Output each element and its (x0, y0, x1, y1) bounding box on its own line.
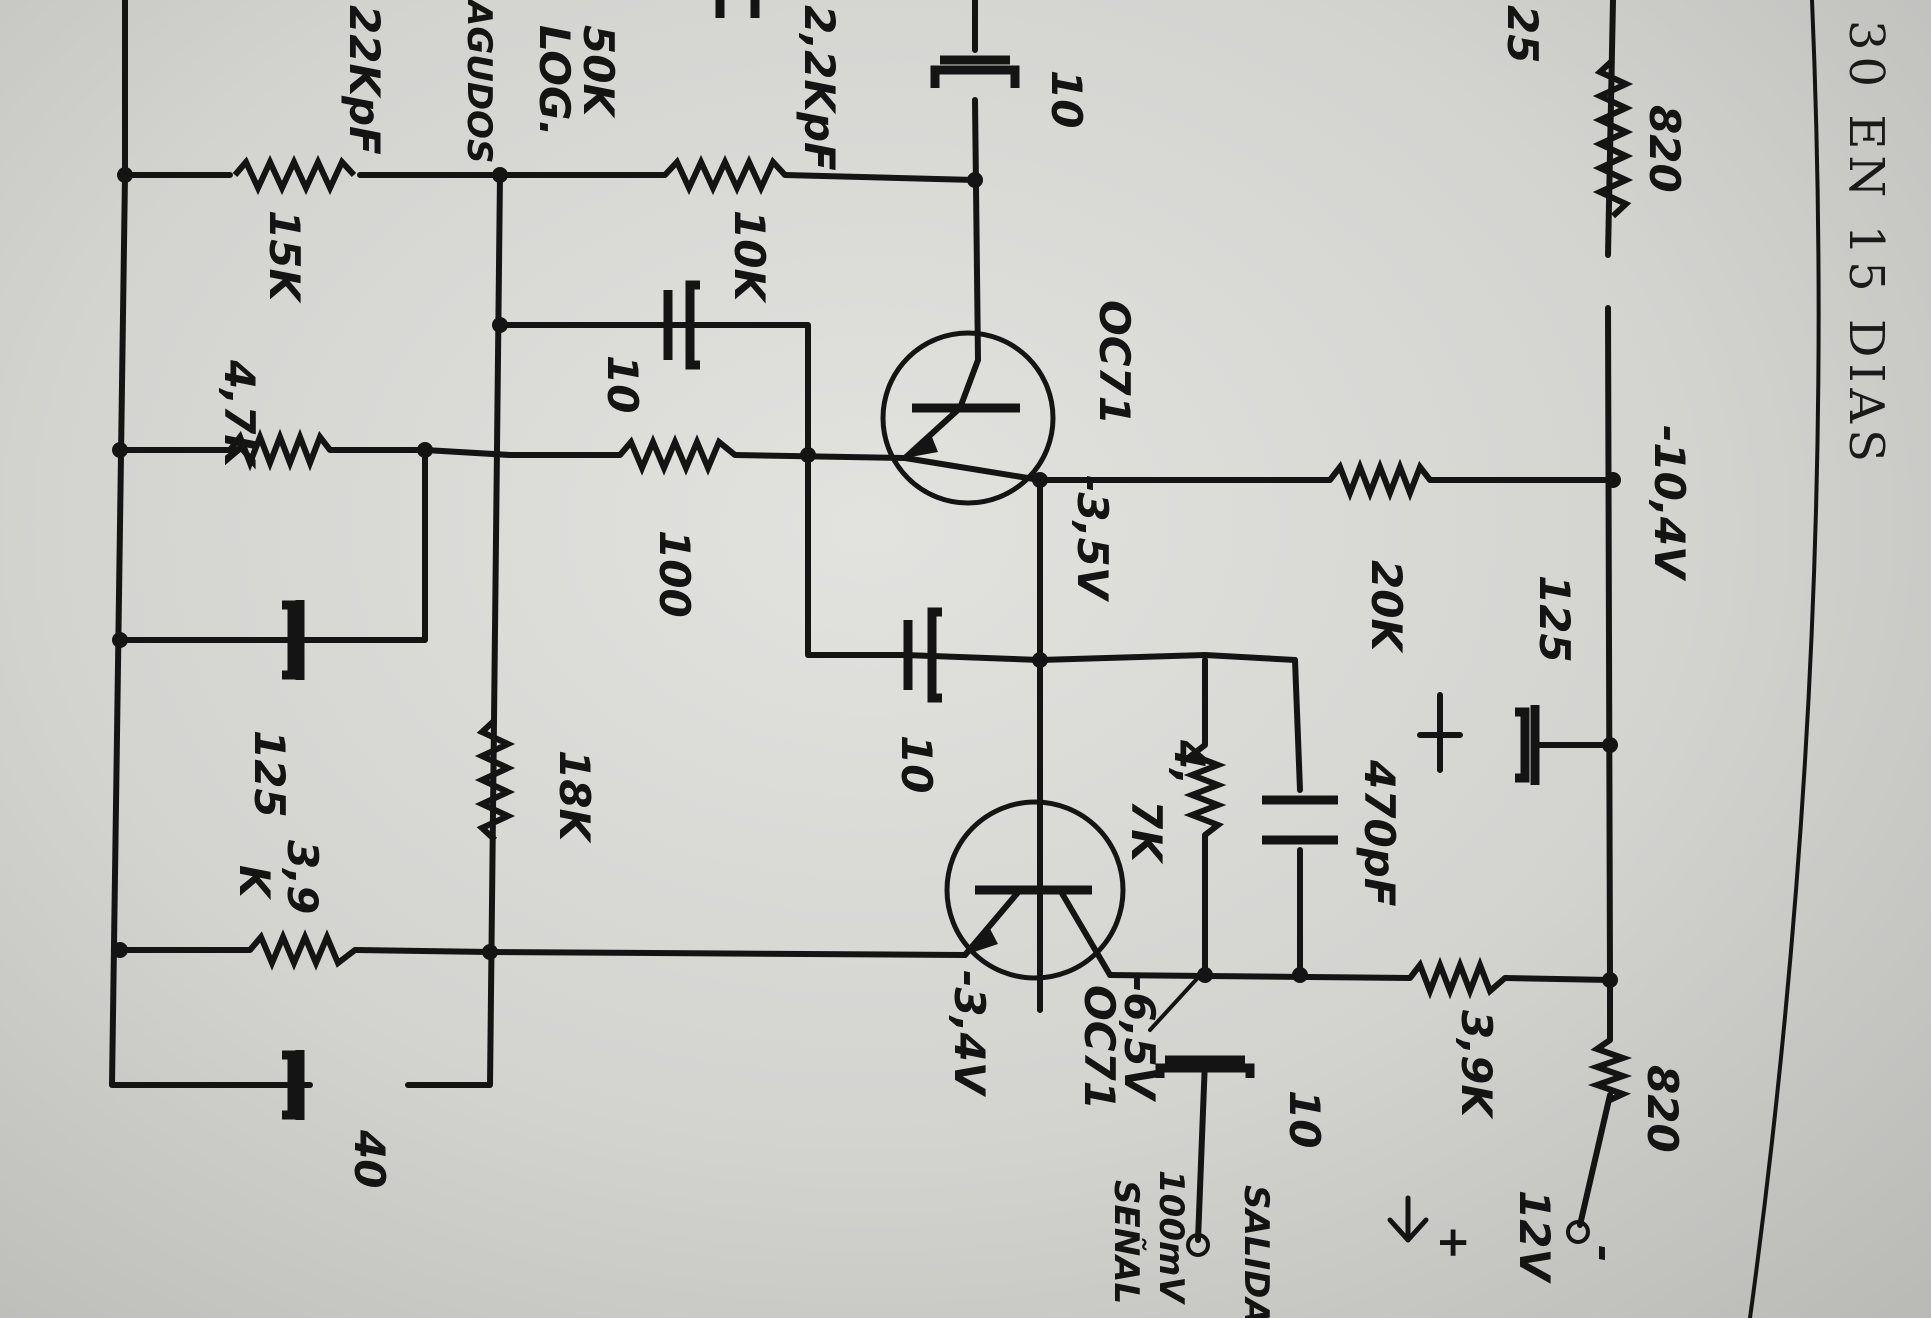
label-r-15k: 15K (260, 210, 309, 304)
label-r-18k: 18K (550, 750, 599, 844)
label-cap-10-output: 10 (1280, 1090, 1329, 1148)
resistor-15k (232, 154, 357, 196)
transistor-q1-oc71 (880, 330, 1056, 506)
label-r-820-bottom: 820 (1638, 1065, 1687, 1153)
label-senal: SEÑAL (1106, 1180, 1147, 1304)
page-header: 30 EN 15 DIAS (1838, 20, 1894, 468)
label-cap-10-collector: 10 (1042, 70, 1091, 128)
q1-collector-wire (972, 0, 981, 363)
label-cap-22kpf: 22KpF (340, 5, 389, 155)
label-pot-log: LOG. (530, 25, 579, 136)
transistor-q2-oc71 (944, 657, 1126, 981)
label-supply-minus: - (1580, 1245, 1629, 1262)
label-r-4-7k-a: 4,7K (215, 359, 264, 470)
resistor-3-9k-a (247, 929, 357, 971)
center-rail (405, 172, 503, 1088)
label-cap-10-a: 10 (598, 355, 647, 413)
output-wire (1195, 1057, 1208, 1243)
capacitor-125-bottom (282, 600, 305, 680)
capacitor-10-output (1155, 1055, 1255, 1078)
label-r-4-7k-b-2: 7K (1122, 800, 1171, 865)
q2-collector-link (1148, 968, 1207, 1032)
capacitor-125-top (1515, 705, 1540, 785)
positive-ground-arrow (1387, 1195, 1429, 1243)
capacitor-10-collector (930, 55, 1020, 88)
resistor-4-7k-a (227, 428, 333, 472)
capacitor-40 (282, 1050, 305, 1120)
resistor-10k (662, 154, 788, 196)
capacitor-2-2kpf (715, 0, 760, 18)
capacitor-470pf (1262, 795, 1338, 845)
mid-horizontal-wire (117, 447, 428, 643)
junction-dots (112, 167, 1621, 988)
bias-wire (497, 322, 811, 458)
capacitor-10-b (903, 607, 942, 703)
resistor-20k (1327, 458, 1433, 502)
label-v-minus-6-5: -6,5V (1115, 975, 1164, 1103)
capacitor-10-a (663, 280, 700, 370)
resistor-4-7k-b (1183, 742, 1227, 838)
label-q2-oc71: OC71 (1075, 985, 1124, 1110)
label-r-3-9k-b: 3,9K (1452, 1010, 1501, 1120)
label-cap-125-bottom: 125 (245, 730, 294, 818)
q1-q2-wire (805, 452, 1298, 663)
supply-terminal (1566, 1220, 1590, 1244)
q1-emitter-wire (422, 447, 908, 461)
label-supply-12v: 12V (1510, 1190, 1559, 1284)
left-rail (109, 172, 313, 1088)
label-r-3-9k-a-1: 3,9 (278, 840, 327, 914)
label-plus: + (1430, 1225, 1479, 1260)
resistor-820-top (1592, 57, 1634, 219)
resistor-18k (474, 717, 516, 843)
label-cap-40: 40 (345, 1129, 394, 1188)
feedback-cap-wire (1292, 657, 1303, 978)
label-senal-level: 100mV (1151, 1170, 1191, 1305)
output-terminal (1186, 1233, 1210, 1257)
resistor-100 (617, 434, 737, 476)
label-v-minus-3-5: -3,5V (1068, 475, 1117, 603)
label-cap-470pf: 470pF (1355, 759, 1404, 907)
label-r-100: 100 (650, 530, 699, 618)
label-r-10k: 10K (725, 210, 774, 304)
label-agudos: AGUDOS (459, 0, 499, 163)
label-salida: SALIDA (1236, 1185, 1276, 1318)
label-cap-2-2kpf: 2,2KpF (795, 5, 844, 171)
label-cap-10-b: 10 (892, 735, 941, 793)
label-clipped-25: 25 (1498, 5, 1547, 63)
q2-collector-wire (1107, 972, 1613, 983)
ground-symbol (1417, 692, 1463, 773)
resistor-820-bottom (1587, 1037, 1633, 1103)
label-v-minus-10-4: -10,4V (1645, 425, 1694, 582)
top-horizontal-wire (122, 172, 978, 183)
label-cap-125-top: 125 (1530, 575, 1579, 663)
label-pot-50k: 50K (574, 25, 623, 119)
label-r-4-7k-b-1: 4, (1165, 739, 1214, 785)
label-r-20k: 20K (1362, 560, 1411, 654)
label-q1-oc71: OC71 (1090, 300, 1139, 425)
label-r-3-9k-a-2: K (230, 865, 279, 901)
label-r-820-top: 820 (1640, 105, 1689, 193)
page-edge-arc (1748, 0, 1821, 1318)
resistor-3-9k-b (1407, 956, 1507, 1000)
bottom-horizontal-wire (117, 947, 968, 958)
label-v-minus-3-4: -3,4V (945, 970, 994, 1098)
